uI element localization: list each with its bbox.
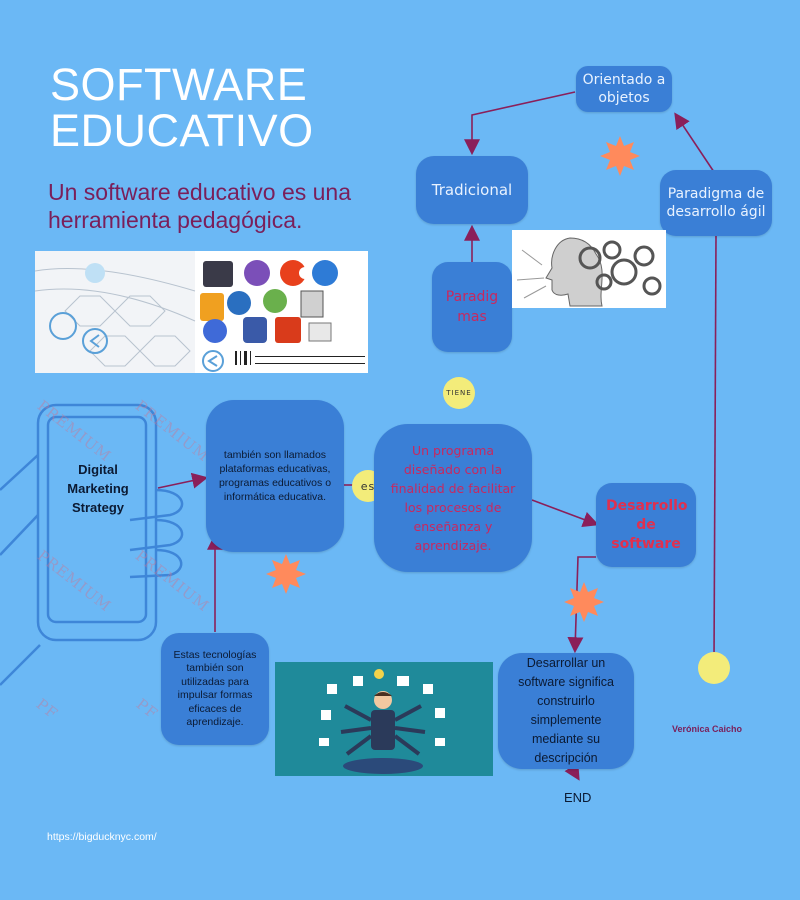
node-tambien-llamados[interactable]: también son llamados plataformas educati… [206, 400, 344, 552]
burst-decoration-2 [266, 554, 306, 594]
node-un-programa[interactable]: Un programa diseñado con la finalidad de… [374, 424, 532, 572]
node-paradigmas-label: Paradigmas [445, 289, 499, 325]
software-icons-collage [35, 251, 368, 373]
hand-phone-art [0, 403, 184, 686]
node-programa-label: Un programa diseñado con la finalidad de… [390, 443, 516, 553]
tiene-label: TIENE [446, 389, 472, 397]
page-title: SOFTWARE EDUCATIVO [50, 62, 314, 154]
collage-art [35, 251, 365, 373]
node-desarrollo-label: Desarrollo de software [606, 497, 688, 552]
burst-decoration-1 [600, 136, 640, 176]
phone-illustration [0, 395, 200, 725]
node-tecnologias-label: Estas tecnologías también son utilizadas… [173, 648, 257, 729]
node-desarrollar-label: Desarrollar un software significa constr… [518, 656, 614, 765]
tiene-marker: TIENE [443, 377, 475, 409]
node-paradigma-agil[interactable]: Paradigma de desarrollo ágil [660, 170, 772, 236]
subtitle: Un software educativo es una herramienta… [48, 179, 352, 233]
gear-icon [49, 312, 77, 340]
arrow-to-end [564, 762, 580, 781]
multitasking-art [319, 669, 445, 774]
node-orientado-a-objetos[interactable]: Orientado a objetos [576, 66, 672, 112]
phone-screen-text: Digital Marketing Strategy [67, 462, 129, 515]
node-desarrollo-software[interactable]: Desarrollo de software [596, 483, 696, 567]
arrow-desarrollo-down [567, 556, 596, 654]
node-orientado-label: Orientado a objetos [582, 72, 666, 106]
node-tradicional-label: Tradicional [431, 181, 513, 199]
es-label: es [360, 479, 376, 493]
arrow-phone-to-llamados [157, 472, 209, 489]
node-desarrollar-software[interactable]: Desarrollar un software significa constr… [498, 653, 634, 769]
title-line-2: EDUCATIVO [50, 105, 314, 156]
node-tradicional[interactable]: Tradicional [416, 156, 528, 224]
node-agil-label: Paradigma de desarrollo ágil [666, 186, 766, 220]
arrow-to-tradicional [464, 91, 576, 156]
node-paradigmas[interactable]: Paradigmas [432, 262, 512, 352]
multitasking-image [275, 662, 493, 776]
node-llamados-label: también son llamados plataformas educati… [218, 449, 332, 503]
yellow-dot-marker [698, 652, 730, 684]
end-label: END [564, 790, 592, 805]
line-agil-down [713, 235, 717, 663]
back-arrow-icon [82, 328, 108, 354]
gears-head-image [512, 230, 666, 308]
source-url[interactable]: https://bigducknyc.com/ [47, 831, 157, 843]
burst-decoration-3 [564, 582, 604, 622]
title-line-1: SOFTWARE [50, 59, 308, 110]
gears-head-art [516, 237, 662, 307]
arrow-to-orientado [674, 112, 715, 173]
author-name: Verónica Caicho [672, 724, 743, 734]
node-estas-tecnologias[interactable]: Estas tecnologías también son utilizadas… [161, 633, 269, 745]
arrow-programa-to-desarrollo [531, 499, 599, 527]
